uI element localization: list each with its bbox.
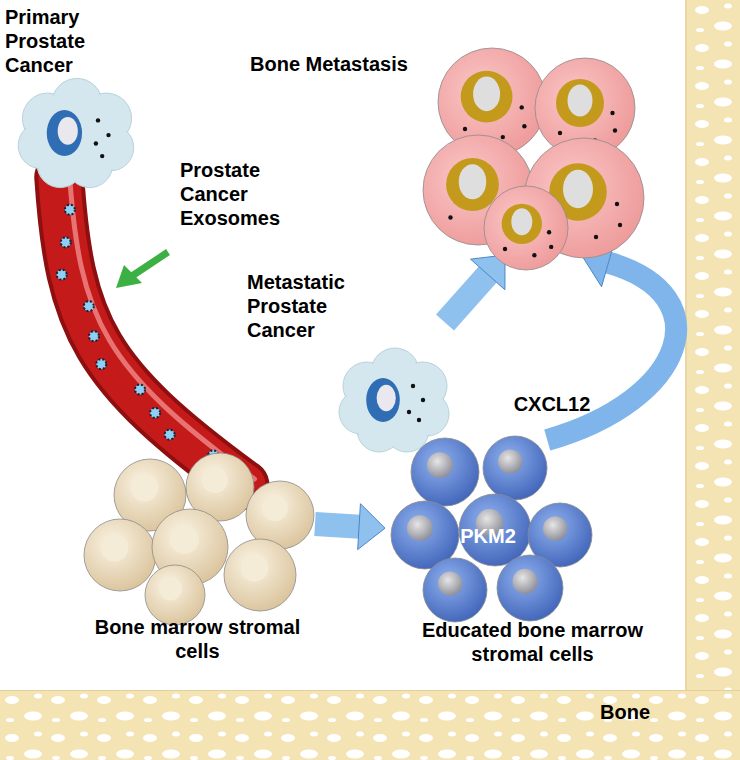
leader-arrow [132, 252, 168, 276]
educated-stromal-cells: PKM2Educated bone marrow stromal cells [385, 440, 680, 685]
metastasis-cluster: Bone Metastasis [250, 30, 675, 255]
node-label: Bone [580, 700, 670, 724]
node-label: Primary Prostate Cancer [5, 5, 125, 77]
metastatic-cell: Metastatic Prostate Cancer [245, 270, 445, 445]
node-label: Metastatic Prostate Cancer [247, 270, 397, 342]
node-label: Educated bone marrow stromal cells [385, 618, 680, 666]
primary-tumor: Primary Prostate Cancer [5, 5, 160, 177]
cell-cluster [423, 48, 644, 270]
flow-arrow [315, 504, 385, 550]
cell-cluster [84, 453, 314, 625]
node-label: Bone Metastasis [250, 52, 428, 76]
bone-strip [686, 0, 740, 700]
bone-band: Bone [0, 690, 740, 760]
leader-arrow-head [116, 265, 142, 288]
stromal-cells: Bone marrow stromal cells [80, 455, 315, 685]
node-illustration [0, 690, 740, 760]
node-label: Bone marrow stromal cells [80, 615, 315, 663]
cell-cluster [391, 436, 592, 622]
flow-arrow [445, 255, 505, 323]
callout-label: Prostate Cancer Exosomes [180, 158, 310, 230]
cancer-cell [339, 348, 449, 452]
edge-label: CXCL12 [500, 392, 604, 416]
cancer-cell [18, 78, 134, 187]
node-label: PKM2 [433, 524, 543, 548]
